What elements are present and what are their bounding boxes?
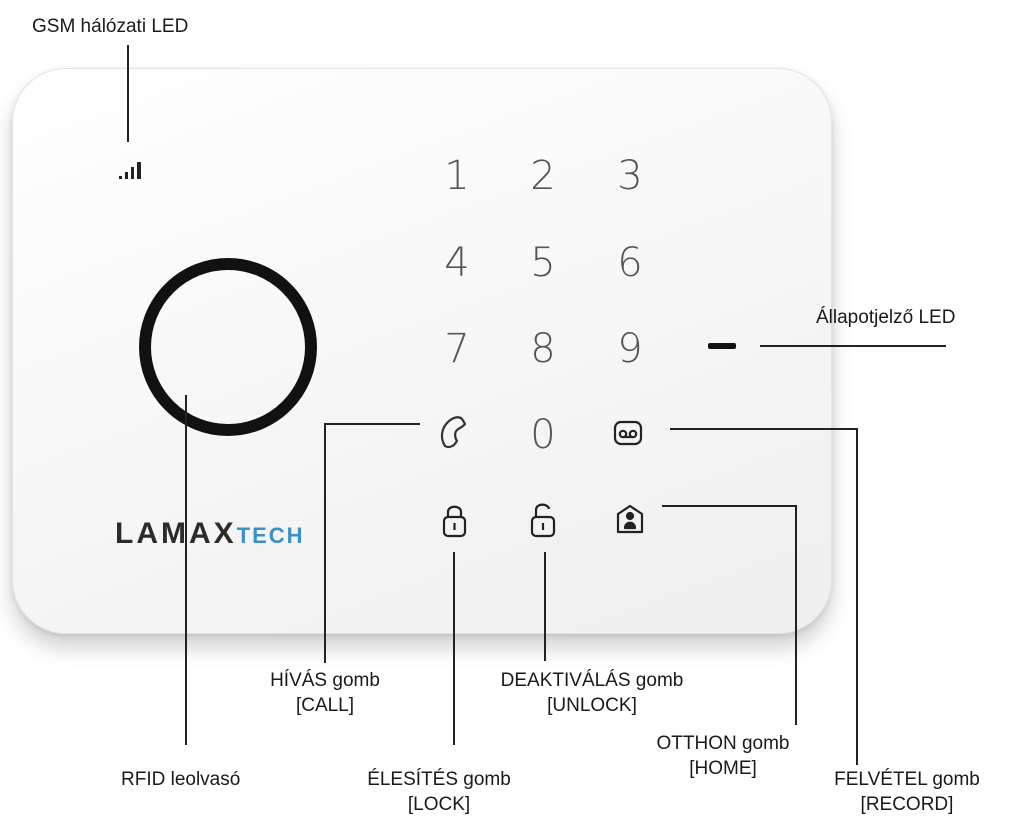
voicemail-icon[interactable] <box>613 420 643 446</box>
status-led <box>708 343 736 349</box>
record-button-label: FELVÉTEL gomb [RECORD] <box>834 769 980 815</box>
key-6[interactable]: 6 <box>617 240 643 286</box>
lock-button-label: ÉLESÍTÉS gomb [LOCK] <box>367 769 511 815</box>
key-9[interactable]: 9 <box>617 326 643 372</box>
key-7[interactable]: 7 <box>444 326 470 372</box>
padlock-open-icon[interactable] <box>530 503 556 538</box>
key-1[interactable]: 1 <box>444 153 470 199</box>
key-2[interactable]: 2 <box>530 153 556 199</box>
phone-handset-icon[interactable] <box>440 416 467 449</box>
status-led-label: Állapotjelző LED <box>816 307 956 328</box>
rfid-reader-label: RFID leolvasó <box>121 769 241 790</box>
brand-logo: LAMAXTECH <box>115 517 305 550</box>
call-button-label: HÍVÁS gomb [CALL] <box>270 670 380 716</box>
rfid-ring <box>139 258 317 436</box>
key-4[interactable]: 4 <box>444 240 470 286</box>
key-5[interactable]: 5 <box>530 240 556 286</box>
signal-bars-icon <box>119 162 141 179</box>
home-button-label: OTTHON gomb [HOME] <box>656 733 790 779</box>
padlock-closed-icon[interactable] <box>442 505 467 538</box>
key-0[interactable]: 0 <box>530 412 556 458</box>
unlock-button-label: DEAKTIVÁLÁS gomb [UNLOCK] <box>500 670 684 716</box>
key-3[interactable]: 3 <box>617 153 643 199</box>
gsm-led-label: GSM hálózati LED <box>32 16 189 37</box>
leader-lines <box>127 45 946 765</box>
key-8[interactable]: 8 <box>530 326 556 372</box>
home-person-icon[interactable] <box>616 504 644 534</box>
